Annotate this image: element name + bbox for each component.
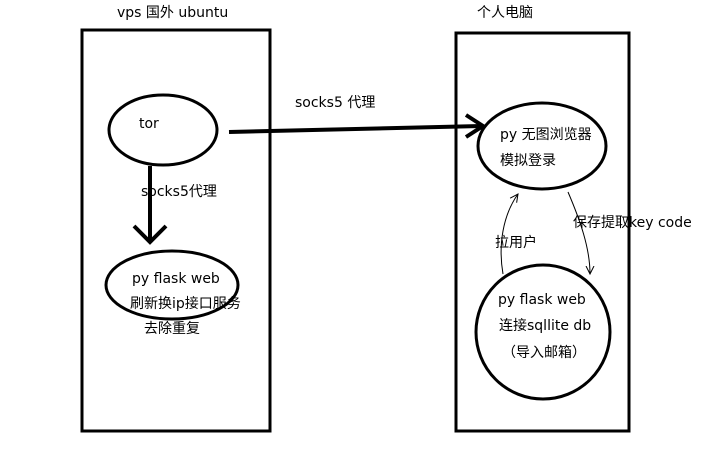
vps-flask-node	[104, 249, 240, 321]
browser-line1: py 无图浏览器	[500, 127, 592, 143]
vps-flask-line2: 刷新换ip接口服务	[130, 296, 241, 312]
vps-box	[80, 28, 272, 433]
tor-node	[107, 93, 219, 167]
socks-across-arrow	[228, 124, 482, 134]
pc-flask-line3: （导入邮箱）	[502, 345, 586, 361]
pc-flask-line2: 连接sqllite db	[499, 318, 592, 334]
pull-users-arrow	[500, 194, 518, 275]
socks-across-label: socks5 代理	[295, 95, 376, 111]
pc-box-title: 个人电脑	[477, 5, 533, 21]
pc-flask-title: py flask web	[498, 292, 586, 308]
tor-label: tor	[139, 116, 159, 132]
vps-box-title: vps 国外 ubuntu	[117, 5, 229, 21]
save-key-arrow	[567, 191, 590, 274]
pc-box	[454, 31, 631, 433]
save-key-label: 保存提取key code	[573, 215, 692, 231]
pull-users-label: 拉用户	[495, 235, 537, 251]
socks-down-label: socks5代理	[141, 184, 217, 200]
vps-flask-line3: 去除重复	[144, 321, 200, 337]
vps-flask-title: py flask web	[132, 271, 220, 287]
browser-line2: 模拟登录	[500, 153, 556, 169]
pc-flask-node	[474, 263, 612, 401]
socks-across-arrowhead	[464, 113, 487, 139]
browser-node	[476, 101, 608, 191]
socks-down-arrowhead	[132, 224, 168, 245]
